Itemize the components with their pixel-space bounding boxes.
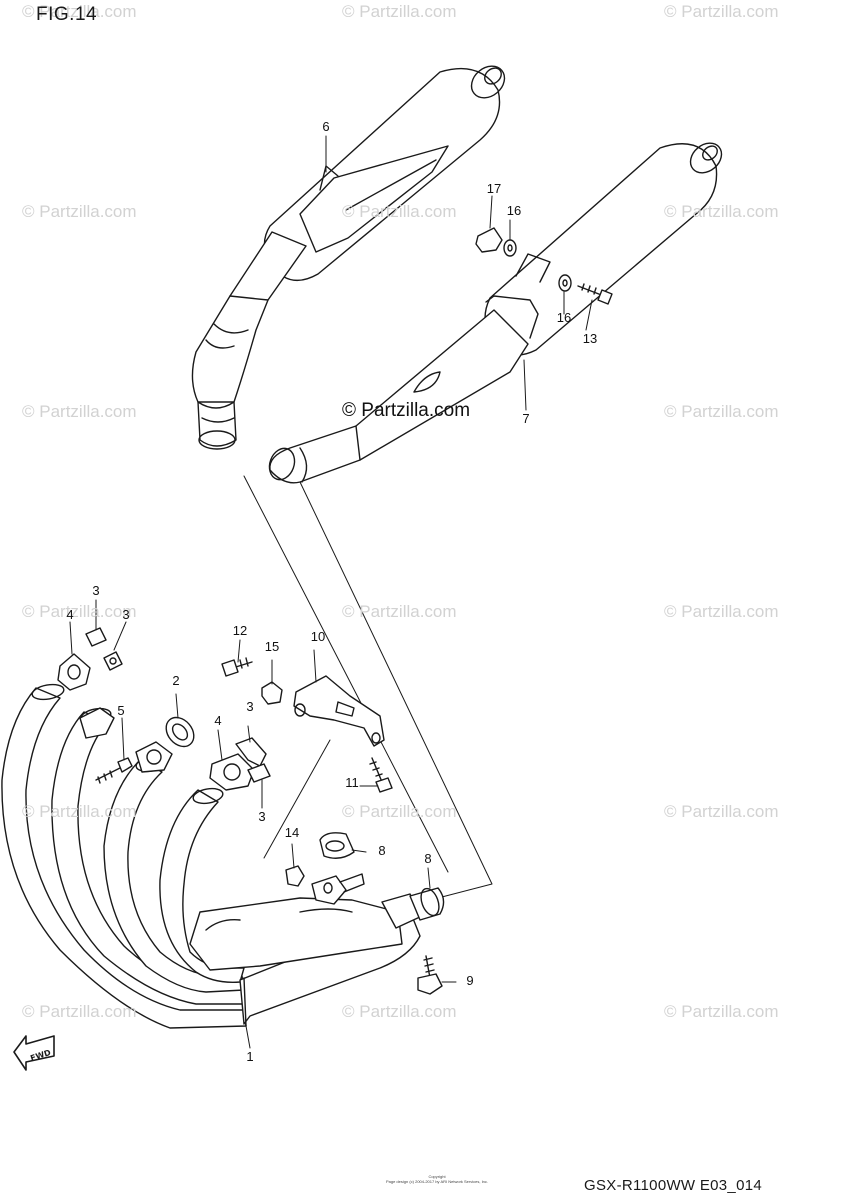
part-4-flange-lower [209,753,255,791]
assembly-line-right [299,481,493,899]
callout-part-9: 9 [466,973,474,988]
callout-part-17: 17 [486,181,502,196]
part-8-clamp [319,832,355,859]
callout-part-3: 3 [246,699,254,714]
watermark-text: © Partzilla.com [664,602,779,621]
part-5-bolt [95,757,133,784]
callout-part-3: 3 [122,607,130,622]
fwd-arrow-icon [13,1035,55,1071]
callout-part-1: 1 [246,1049,254,1064]
watermark-text: © Partzilla.com [342,2,457,21]
part-11-bolt [369,757,393,793]
callout-part-4: 4 [66,607,74,622]
watermark-text: © Partzilla.com [664,802,779,821]
callout-part-3: 3 [258,809,266,824]
watermark-center: © Partzilla.com [342,400,471,421]
part-3-clamp-upper [85,627,123,671]
callout-part-15: 15 [264,639,280,654]
callout-part-13: 13 [582,331,598,346]
callout-part-5: 5 [117,703,125,718]
watermark-text: © Partzilla.com [22,602,137,621]
callout-part-14: 14 [284,825,300,840]
callout-part-8: 8 [424,851,432,866]
part-1-exhaust-header [1,683,445,1029]
watermark-text: © Partzilla.com [664,202,779,221]
part-17-nut [475,227,503,253]
part-16-washer-lower [558,274,572,292]
leader-lines [69,135,593,1049]
part-4-flange-upper [57,653,91,691]
part-7-muffler-right [268,142,723,484]
copyright-line-2: Page design (c) 2004-2017 by ARI Network… [385,1179,489,1184]
watermark-text: © Partzilla.com [22,202,137,221]
figure-title: FIG.14 [36,4,98,25]
callout-part-3: 3 [92,583,100,598]
watermark-text: © Partzilla.com [664,2,779,21]
callout-part-7: 7 [522,411,530,426]
callout-part-12: 12 [232,623,248,638]
part-10-bracket [293,675,385,747]
callout-part-4: 4 [214,713,222,728]
assembly-line-left [243,475,449,873]
copyright-line-1: Copyright [428,1174,446,1179]
watermark-text: © Partzilla.com [664,1002,779,1021]
callout-part-6: 6 [322,119,330,134]
watermark-text: © Partzilla.com [342,1002,457,1021]
part-13-bolt [577,283,613,305]
part-6-muffler-left [191,65,506,450]
watermark-text: © Partzilla.com [664,402,779,421]
part-9-bolt [417,955,443,995]
part-16-washer-upper [503,239,517,257]
watermark-text: © Partzilla.com [22,402,137,421]
watermark-text: © Partzilla.com [342,602,457,621]
model-code: GSX-R1100WW E03_014 [584,1177,763,1194]
part-5-flange [79,707,173,773]
watermark-text: © Partzilla.com [342,202,457,221]
part-12-bolt [221,657,253,677]
watermark-text: © Partzilla.com [342,802,457,821]
callout-part-2: 2 [172,673,180,688]
watermark-text: © Partzilla.com [22,2,137,21]
copyright-notice: Copyright Page design (c) 2004-2017 by A… [362,1174,512,1184]
callout-part-16: 16 [506,203,522,218]
callout-part-8: 8 [378,843,386,858]
part-14-nut [285,865,305,887]
assembly-line-bracket [263,739,331,859]
callout-part-11: 11 [345,775,359,790]
watermark-text: © Partzilla.com [22,1002,137,1021]
callout-part-10: 10 [310,629,326,644]
callout-part-16: 16 [556,310,572,325]
watermark-text: © Partzilla.com [22,802,137,821]
part-15-collar [261,681,283,705]
part-2-gasket [165,716,195,748]
